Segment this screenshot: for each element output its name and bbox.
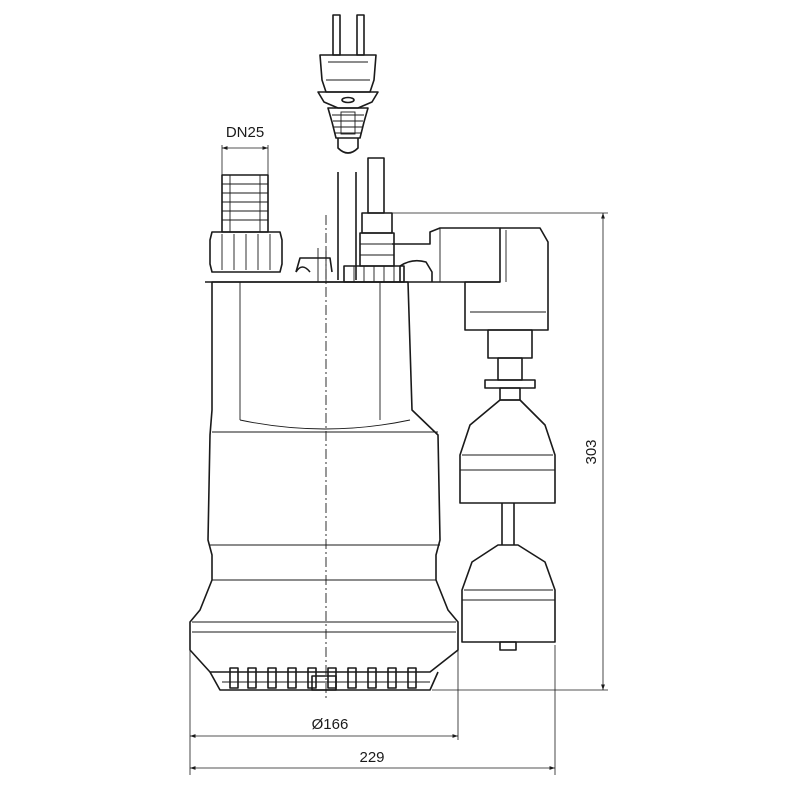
float-lower	[461, 544, 556, 651]
outlet-union-nut	[209, 231, 283, 273]
dimension-label-diameter: Ø166	[312, 716, 349, 733]
pump-body	[189, 281, 459, 673]
dimension-label-height: 303	[583, 439, 600, 464]
dimension-diameter: Ø166	[189, 650, 459, 775]
dimension-height: 303	[392, 212, 608, 691]
power-plug	[317, 14, 379, 154]
dimension-label-outlet: DN25	[226, 124, 264, 141]
switch-housing	[392, 227, 549, 331]
dimension-width: 229	[190, 645, 556, 775]
float-hanger	[484, 329, 536, 401]
outlet-hose-connector	[221, 174, 269, 233]
dimension-label-width: 229	[359, 749, 384, 766]
power-cable	[337, 172, 357, 280]
float-switch-rod	[359, 157, 395, 267]
base-strainer	[209, 667, 439, 691]
float-upper	[459, 399, 556, 504]
float-rod	[501, 503, 515, 545]
dimension-dn25: DN25	[221, 124, 269, 175]
pump-top-cover	[205, 248, 435, 283]
